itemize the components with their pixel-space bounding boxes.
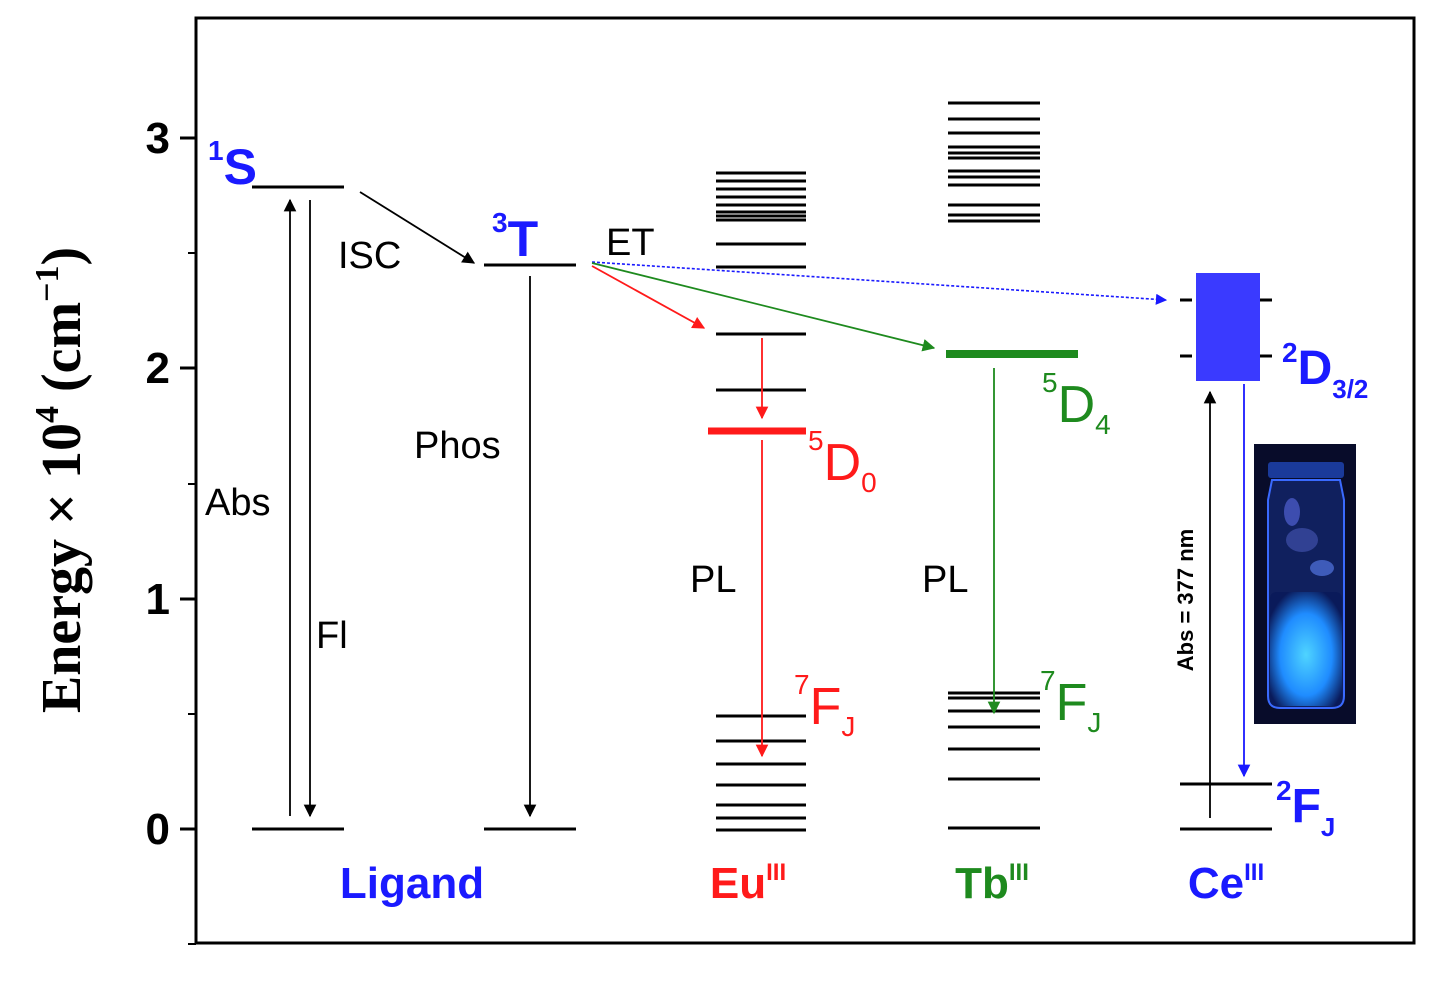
triplet-label: 3T <box>492 207 538 267</box>
fl-label: Fl <box>316 615 348 657</box>
y-tick-label: 0 <box>146 805 170 854</box>
ligand-label: Ligand <box>340 859 484 908</box>
ce-5d-band <box>1196 273 1260 381</box>
et-label: ET <box>606 222 655 264</box>
et-arrow-eu <box>591 265 706 329</box>
eu-7fj-label: 7FJ <box>794 669 855 742</box>
y-tick-labels: 3 2 1 0 <box>146 114 170 854</box>
isc-arrow <box>359 191 476 264</box>
pl-label-eu: PL <box>690 559 736 601</box>
phos-label: Phos <box>414 425 501 467</box>
y-tick-label: 1 <box>146 575 170 624</box>
vial-photo <box>1254 444 1356 724</box>
abs-label: Abs <box>205 482 270 524</box>
eu-upper-levels <box>716 171 806 392</box>
tb-7fj-label: 7FJ <box>1040 665 1101 738</box>
y-tick-label: 3 <box>146 114 170 163</box>
plot-frame <box>194 16 1416 945</box>
y-ticks <box>180 136 196 945</box>
y-tick-label: 2 <box>146 344 170 393</box>
ce-2d32-label: 2D3/2 <box>1282 337 1368 404</box>
tb-7fj-levels <box>948 691 1040 830</box>
ce-2fj-label: 2FJ <box>1276 775 1335 842</box>
ce-abs-label: Abs = 377 nm <box>1173 529 1198 671</box>
column-labels: Ligand EuIII TbIII CeIII <box>340 859 1264 908</box>
et-arrow-tb <box>591 262 936 352</box>
y-axis-label: Energy × 104 (cm−1) <box>29 247 93 713</box>
tb-5d4-label: 5D4 <box>1042 367 1111 440</box>
tb-label: TbIII <box>955 859 1029 908</box>
ce-label: CeIII <box>1188 859 1264 908</box>
eu-5d0-label: 5D0 <box>808 425 877 498</box>
isc-label: ISC <box>338 235 401 277</box>
eu-7fj-levels <box>716 714 806 832</box>
singlet-label: 1S <box>208 135 257 195</box>
pl-label-tb: PL <box>922 559 968 601</box>
tb-upper-levels <box>948 101 1040 223</box>
ligand-levels <box>252 185 576 831</box>
eu-label: EuIII <box>710 859 786 908</box>
et-arrow-ce <box>591 261 1168 305</box>
